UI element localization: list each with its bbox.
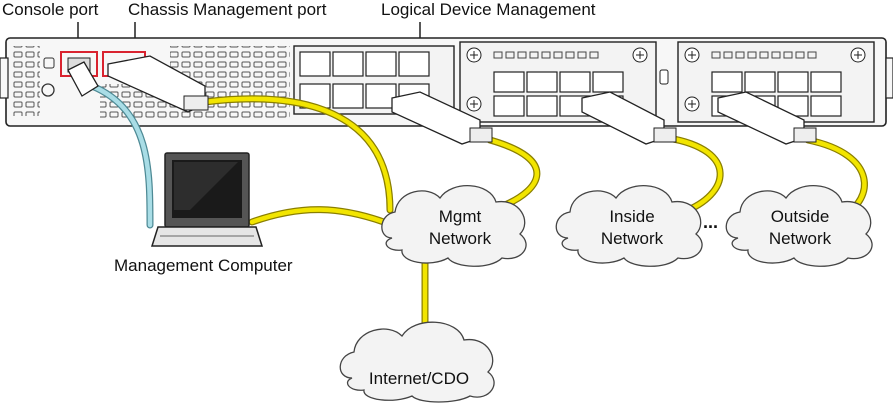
logical-device-management-label: Logical Device Management — [381, 0, 596, 19]
mgmt-cloud-line-1: Mgmt — [439, 207, 482, 226]
ellipsis: ... — [703, 212, 718, 232]
management-computer-label: Management Computer — [114, 256, 293, 275]
inside-cloud-line-1: Inside — [609, 207, 654, 226]
network-module-2 — [677, 41, 875, 123]
cloud-mgmt-network: Mgmt Network — [381, 185, 527, 267]
console-connector — [67, 61, 99, 97]
module-latch — [659, 69, 669, 85]
mgmt-cloud-line-2: Network — [429, 229, 492, 248]
console-port-label: Console port — [2, 0, 99, 19]
cloud-internet-cdo: Internet/CDO — [339, 321, 495, 403]
outside-cloud-line-2: Network — [769, 229, 832, 248]
cloud-outside-network: Outside Network — [725, 185, 873, 267]
outside-cloud-line-1: Outside — [771, 207, 830, 226]
sfp-transceiver-outside — [717, 91, 817, 145]
console-cable — [88, 82, 154, 229]
sfp-transceiver-inside — [581, 91, 677, 145]
fixed-port-block — [293, 45, 455, 115]
chassis-management-port-label: Chassis Management port — [128, 0, 327, 19]
internet-cloud-label: Internet/CDO — [369, 369, 469, 388]
inside-cloud-line-2: Network — [601, 229, 664, 248]
sfp-transceiver-chassis — [107, 55, 209, 113]
management-computer — [150, 152, 264, 247]
cloud-inside-network: Inside Network — [555, 185, 703, 267]
chassis — [0, 37, 893, 127]
sfp-transceiver-logical — [391, 91, 493, 145]
